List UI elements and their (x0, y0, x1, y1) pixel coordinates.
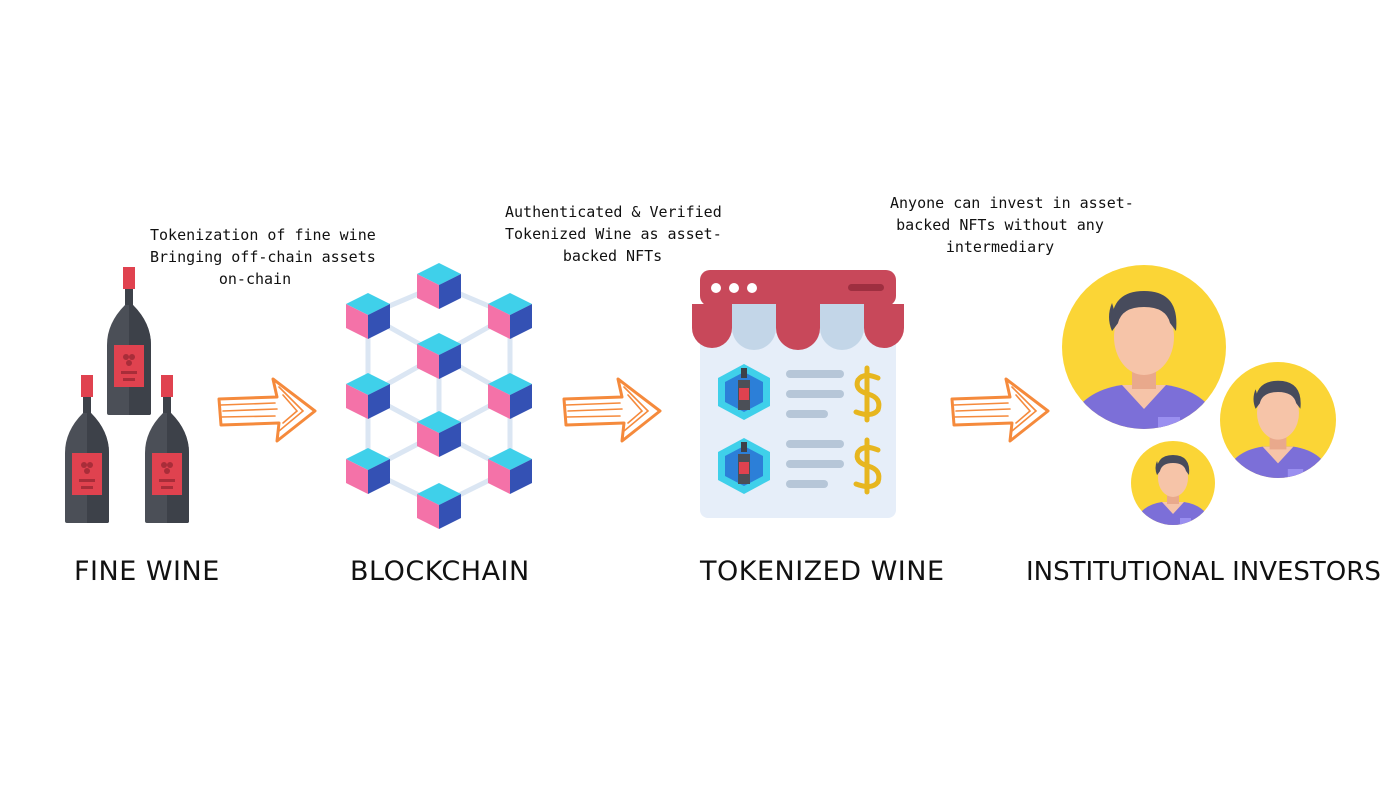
annotation-line: Tokenized Wine as asset- (505, 225, 722, 243)
annotation-invest: Anyone can invest in asset- backed NFTs … (890, 192, 1134, 258)
stage-label-investors: INSTITUTIONAL INVESTORS (1026, 557, 1381, 587)
stage-label-tokenized-wine: TOKENIZED WINE (700, 556, 945, 587)
annotation-line: intermediary (945, 238, 1055, 256)
stage-label-blockchain: BLOCKCHAIN (350, 556, 530, 587)
annotation-line: backed NFTs without any (896, 216, 1104, 234)
nft-store-icon (692, 270, 904, 518)
annotation-line: Bringing off-chain assets (150, 248, 376, 266)
annotation-tokenization: Tokenization of fine wine Bringing off-c… (150, 224, 376, 290)
annotation-line: Anyone can invest in asset- (890, 194, 1134, 212)
annotation-line: backed NFTs (562, 247, 663, 265)
annotation-line: Tokenization of fine wine (150, 226, 376, 244)
annotation-line: Authenticated & Verified (505, 203, 722, 221)
stage-label-fine-wine: FINE WINE (74, 556, 220, 587)
investors-avatars-icon (1062, 265, 1336, 525)
annotation-line: on-chain (218, 270, 292, 288)
annotation-verified: Authenticated & Verified Tokenized Wine … (505, 201, 722, 267)
blockchain-cubes-icon (346, 263, 532, 529)
wine-bottles-icon (65, 267, 189, 523)
hand-drawn-arrow-icon (217, 377, 317, 443)
hand-drawn-arrow-icon (562, 377, 662, 443)
hand-drawn-arrow-icon (950, 377, 1050, 443)
